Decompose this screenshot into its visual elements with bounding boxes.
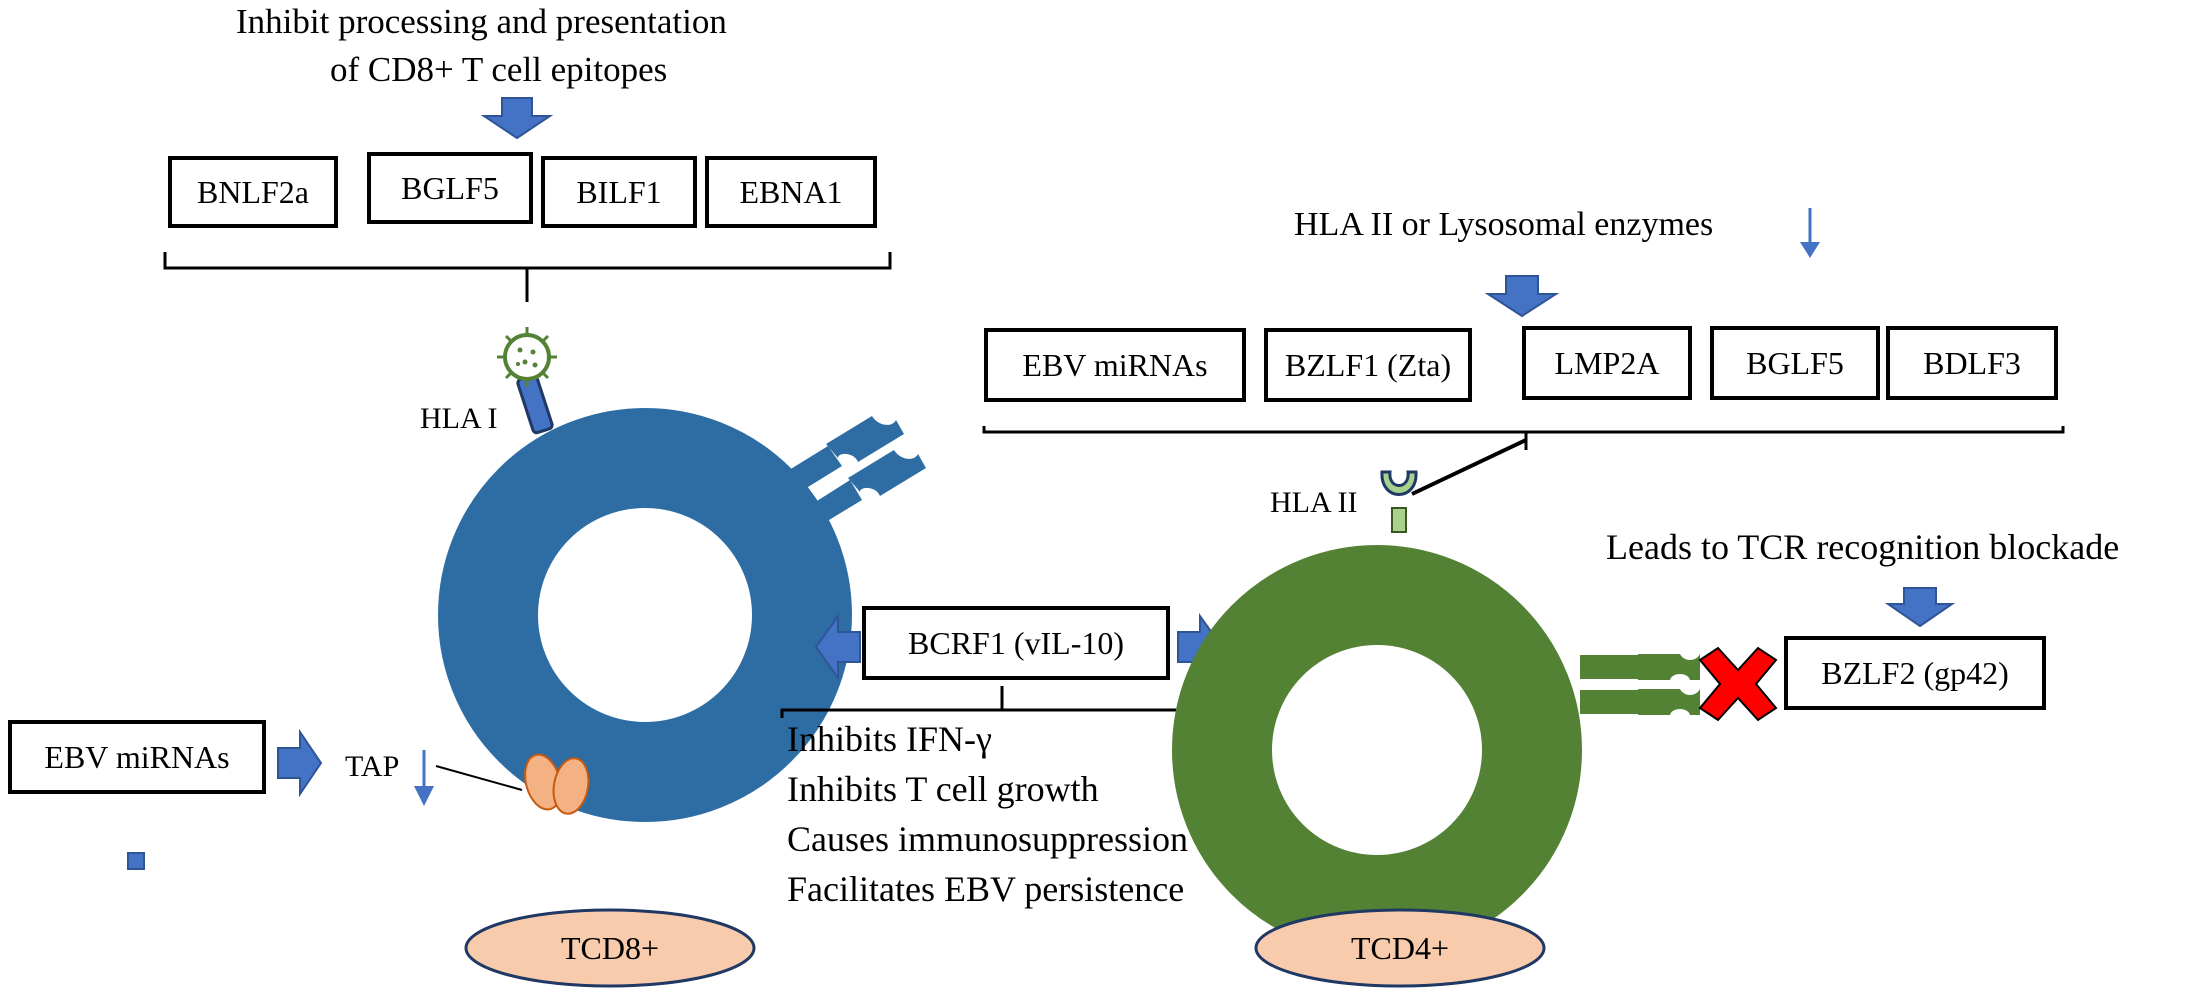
- label-tcd4: TCD4+: [1350, 929, 1450, 966]
- cd8-tcr-receptor: [760, 416, 926, 540]
- bracket-center: [780, 686, 1224, 718]
- box-bdlf3: BDLF3: [1886, 326, 2058, 400]
- down-arrow-icon-tcr: [1884, 587, 1956, 628]
- cd4-cell: [1172, 545, 1582, 955]
- box-bcrf1: BCRF1 (vIL-10): [862, 606, 1170, 680]
- cd4-tcr-receptor: [1580, 654, 1700, 715]
- box-bnlf2a: BNLF2a: [168, 156, 338, 228]
- blocked-cross-icon: [1698, 646, 1778, 722]
- heading-cd8-line2: of CD8+ T cell epitopes: [330, 50, 668, 89]
- label-tap: TAP: [345, 750, 400, 783]
- virus-icon: [503, 333, 551, 381]
- right-arrow-icon: [277, 728, 323, 798]
- bracket-top-left: [163, 252, 892, 302]
- label-hla2: HLA II: [1270, 486, 1358, 519]
- box-bilf1: BILF1: [541, 156, 697, 228]
- effect-item: Inhibits T cell growth: [787, 769, 1099, 809]
- box-ebv-mirnas-right: EBV miRNAs: [984, 328, 1246, 402]
- left-arrow-icon: [814, 612, 861, 682]
- box-bglf5-right: BGLF5: [1710, 326, 1880, 400]
- decrease-arrow-icon: [1800, 208, 1820, 258]
- cd8-cell: [438, 408, 852, 822]
- effect-item: Inhibits IFN-γ: [787, 719, 992, 759]
- cd8-ellipse: [464, 908, 756, 988]
- hla2-molecule: [1380, 470, 1418, 533]
- cd4-ellipse: [1254, 908, 1546, 988]
- hla1-molecule: [497, 327, 557, 435]
- label-tcr-blockade: Leads to TCR recognition blockade: [1606, 527, 2120, 567]
- small-square-icon: [127, 852, 145, 870]
- down-arrow-icon-right: [1484, 275, 1560, 318]
- tap-down-arrow-icon: [414, 750, 434, 806]
- box-ebv-mirnas-left: EBV miRNAs: [8, 720, 266, 794]
- tap-transporter: [524, 753, 590, 815]
- heading-cd8-line1: Inhibit processing and presentation: [236, 2, 727, 41]
- effect-item: Causes immunosuppression: [787, 819, 1188, 859]
- down-arrow-icon: [480, 97, 554, 140]
- label-tcd8: TCD8+: [560, 929, 660, 966]
- bracket-top-right: [982, 426, 2065, 450]
- box-bglf5: BGLF5: [367, 152, 533, 224]
- box-bzlf2: BZLF2 (gp42): [1784, 636, 2046, 710]
- box-bzlf1: BZLF1 (Zta): [1264, 328, 1472, 402]
- box-ebna1: EBNA1: [705, 156, 877, 228]
- effect-item: Facilitates EBV persistence: [787, 869, 1185, 909]
- heading-cd4: HLA II or Lysosomal enzymes: [1294, 206, 1714, 243]
- label-hla1: HLA I: [420, 402, 498, 435]
- box-lmp2a: LMP2A: [1522, 326, 1692, 400]
